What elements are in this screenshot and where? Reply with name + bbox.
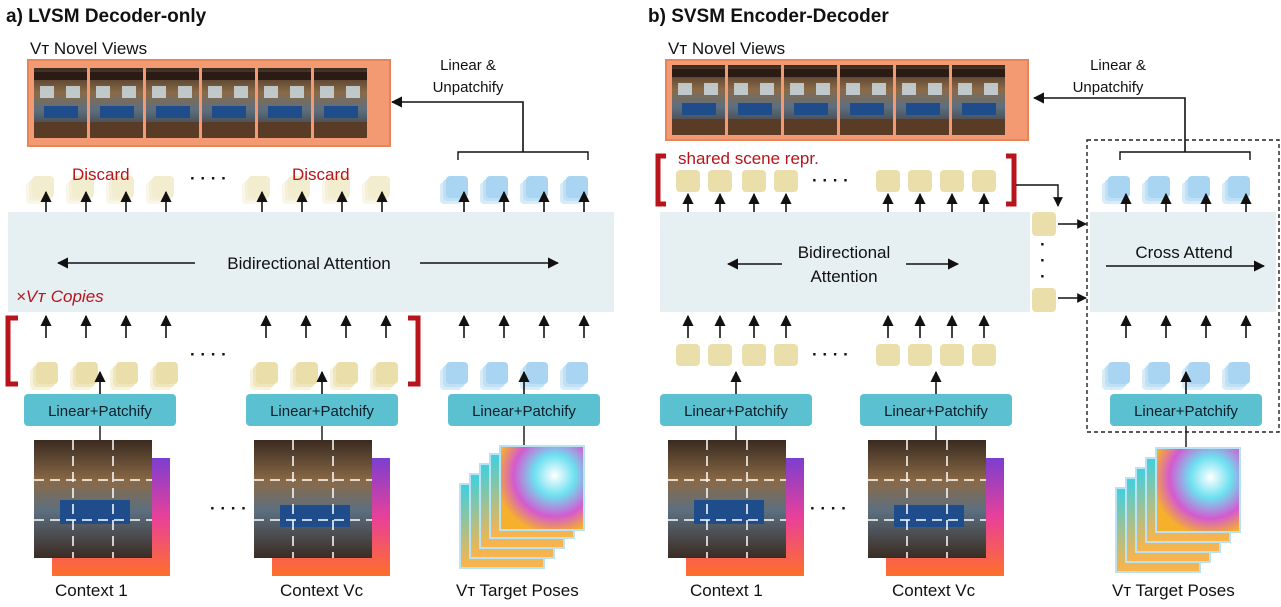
cross-attend-label: Cross Attend bbox=[1135, 243, 1232, 262]
linear-unpatchify-label-b1: Linear & bbox=[1090, 57, 1146, 74]
svg-text:Linear+Patchify: Linear+Patchify bbox=[684, 403, 788, 420]
context-1-label-b: Context 1 bbox=[690, 581, 763, 600]
panel-b-title: b) SVSM Encoder-Decoder bbox=[648, 6, 889, 27]
up-arrows-b-bottom bbox=[682, 314, 1252, 338]
side-ellipsis-2: · bbox=[1040, 251, 1046, 270]
patchify-button-b2: Linear+Patchify bbox=[860, 394, 1012, 426]
bracket-right-a bbox=[408, 315, 421, 387]
novel-views-strip-a bbox=[27, 59, 391, 147]
attention-label-a: Bidirectional Attention bbox=[227, 254, 391, 273]
shared-scene-tokens bbox=[676, 170, 996, 192]
attention-label-b1: Bidirectional bbox=[798, 243, 891, 262]
novel-views-label-a: Vᴛ Novel Views bbox=[30, 39, 147, 58]
novel-view-frame bbox=[202, 68, 255, 138]
context-image-b2 bbox=[868, 440, 1004, 576]
context-c-label-b: Context Vᴄ bbox=[892, 581, 976, 600]
attention-label-b2: Attention bbox=[810, 267, 877, 286]
svg-text:Linear+Patchify: Linear+Patchify bbox=[270, 403, 374, 420]
ellipsis-b-top: · · · · bbox=[812, 171, 849, 190]
discard-label-2: Discard bbox=[292, 165, 350, 184]
linear-unpatchify-label-a1: Linear & bbox=[440, 57, 496, 74]
shared-scene-label: shared scene repr. bbox=[678, 149, 819, 168]
context-tokens-a bbox=[30, 362, 588, 390]
decoder-dashed-box bbox=[1086, 139, 1280, 433]
svg-text:Linear+Patchify: Linear+Patchify bbox=[884, 403, 988, 420]
novel-view-frame bbox=[34, 68, 87, 138]
patchify-button-b3: Linear+Patchify bbox=[1110, 394, 1262, 426]
context-c-label-a: Context Vᴄ bbox=[280, 581, 364, 600]
output-bracket-a bbox=[457, 151, 589, 160]
up-arrows-b-top bbox=[682, 192, 990, 212]
context-1-label-a: Context 1 bbox=[55, 581, 128, 600]
side-ellipsis-3: · bbox=[1040, 267, 1046, 286]
context-tokens-b bbox=[676, 344, 996, 366]
scene-to-cross-arrow bbox=[1016, 184, 1063, 207]
side-ellipsis-1: · bbox=[1040, 235, 1046, 254]
novel-views-strip-b bbox=[665, 59, 1029, 141]
novel-view-frame bbox=[314, 68, 367, 138]
output-tokens-b bbox=[1102, 176, 1250, 204]
novel-view-frame bbox=[146, 68, 199, 138]
attention-block-b bbox=[660, 212, 1030, 312]
cross-attend-block bbox=[1090, 212, 1276, 312]
patchify-arrows-b bbox=[730, 370, 1192, 394]
up-arrows-cross-top bbox=[1120, 192, 1252, 212]
bracket-left-b bbox=[655, 153, 666, 207]
svg-text:Linear+Patchify: Linear+Patchify bbox=[48, 403, 152, 420]
svg-text:Linear+Patchify: Linear+Patchify bbox=[1134, 403, 1238, 420]
copies-label: ×Vᴛ Copies bbox=[16, 287, 104, 306]
attention-block-a bbox=[8, 212, 614, 312]
patchify-button-a2: Linear+Patchify bbox=[246, 394, 398, 426]
up-arrows-a-bottom bbox=[40, 314, 590, 338]
context-image-a1 bbox=[34, 440, 170, 576]
target-poses-stack-a bbox=[459, 445, 585, 569]
novel-views-label-b: Vᴛ Novel Views bbox=[668, 39, 785, 58]
target-poses-stack-b bbox=[1115, 447, 1241, 573]
unpatchify-arrow-a bbox=[390, 96, 524, 152]
panel-a-title: a) LVSM Decoder-only bbox=[6, 6, 207, 27]
discard-label-1: Discard bbox=[72, 165, 130, 184]
svg-text:Linear+Patchify: Linear+Patchify bbox=[472, 403, 576, 420]
bracket-left-a bbox=[5, 315, 18, 387]
ellipsis-a-top: · · · · bbox=[190, 169, 227, 188]
novel-view-frame bbox=[90, 68, 143, 138]
up-arrows-a-top bbox=[40, 190, 590, 212]
ellipsis-context-a: · · · · bbox=[210, 499, 247, 518]
bracket-right-b bbox=[1006, 153, 1017, 207]
side-token-top bbox=[1032, 212, 1056, 236]
target-poses-label-a: Vᴛ Target Poses bbox=[456, 581, 579, 600]
linear-unpatchify-label-b2: Unpatchify bbox=[1073, 79, 1144, 96]
novel-view-frame bbox=[258, 68, 311, 138]
target-tokens-b bbox=[1102, 362, 1250, 390]
context-image-a2 bbox=[254, 440, 390, 576]
output-bracket-b bbox=[1119, 151, 1251, 160]
patchify-button-b1: Linear+Patchify bbox=[660, 394, 812, 426]
patchify-arrows-a bbox=[94, 370, 530, 394]
patchify-button-a3: Linear+Patchify bbox=[448, 394, 600, 426]
ellipsis-b-bottom: · · · · bbox=[812, 345, 849, 364]
side-token-bottom bbox=[1032, 288, 1056, 312]
unpatchify-arrow-b bbox=[1032, 92, 1186, 152]
target-poses-label-b: Vᴛ Target Poses bbox=[1112, 581, 1235, 600]
linear-unpatchify-label-a2: Unpatchify bbox=[433, 79, 504, 96]
ellipsis-a-bottom: · · · · bbox=[190, 345, 227, 364]
ellipsis-context-b: · · · · bbox=[810, 499, 847, 518]
context-image-b1 bbox=[668, 440, 804, 576]
patchify-button-a1: Linear+Patchify bbox=[24, 394, 176, 426]
